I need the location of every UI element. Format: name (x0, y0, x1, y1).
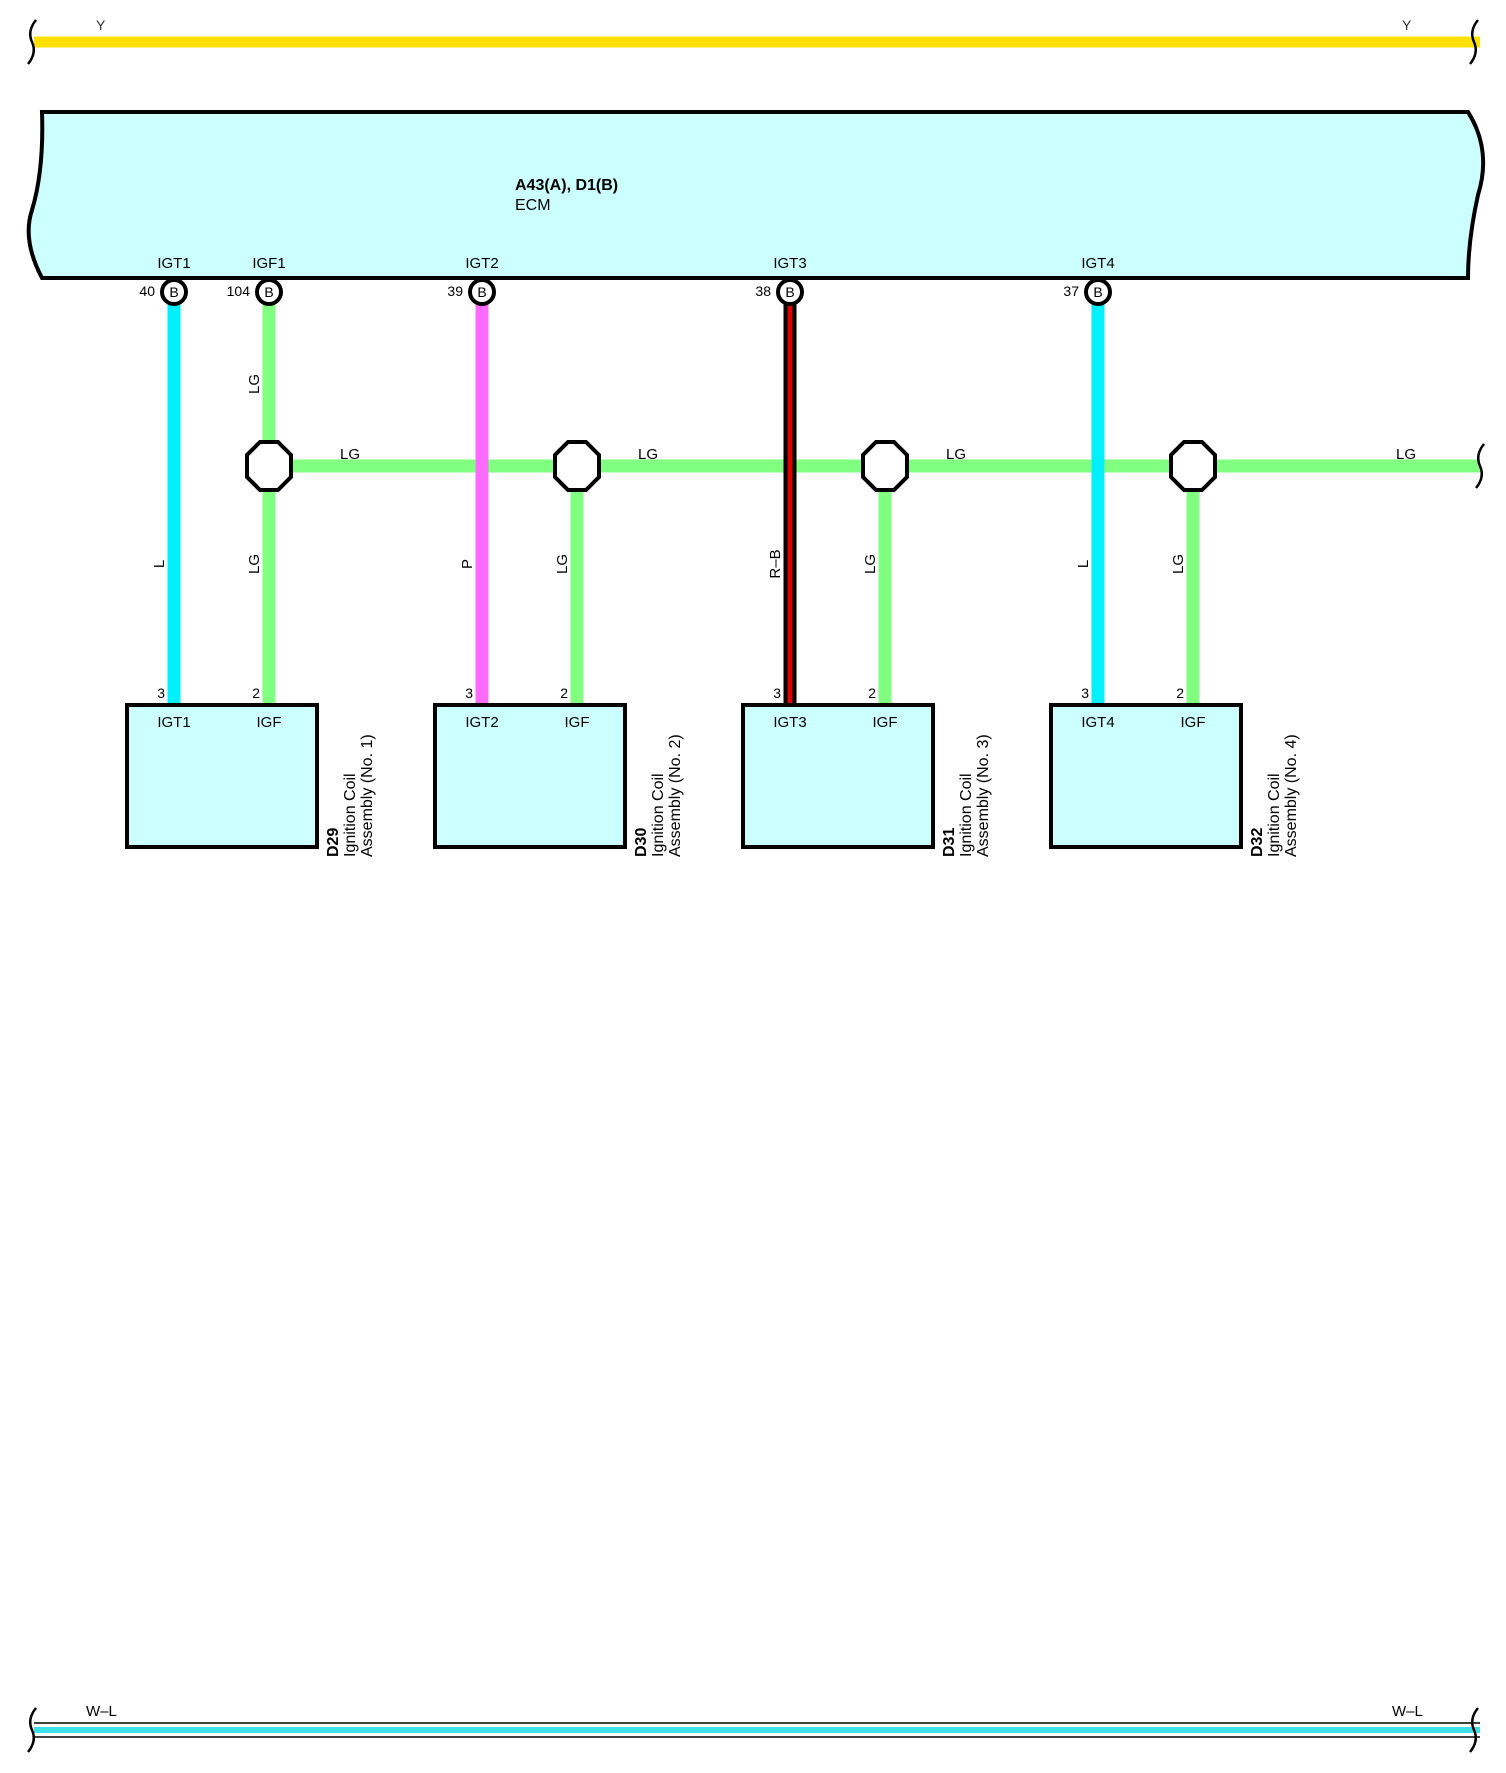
coil-2-pin-num-igf: 2 (560, 685, 568, 701)
coil-2-name-line1: Ignition Coil (650, 773, 667, 857)
coil-4-name-line1: Ignition Coil (1266, 773, 1283, 857)
igf-bus-break-right (1475, 443, 1485, 489)
coil-3-name-line1: Ignition Coil (958, 773, 975, 857)
terminal-igt3-number: 38 (755, 283, 771, 299)
terminal-igf1: B 104 (227, 278, 283, 306)
wire-label-igt4: L (1075, 560, 1092, 568)
bus-top-label-right: Y (1402, 17, 1412, 33)
coil-2: 3 2 IGT2 IGF D30 Ignition Coil Assembly … (433, 685, 684, 857)
ecm-terminals: B 40 B 104 B 39 B 38 B 37 (139, 278, 1112, 306)
wire-label-igf-coil4: LG (1170, 554, 1187, 574)
wire-label-igf-coil3: LG (862, 554, 879, 574)
coil-1-code: D29 (325, 828, 342, 857)
coil-4-name-line2: Assembly (No. 4) (1283, 734, 1300, 857)
terminal-igt4: B 37 (1063, 278, 1112, 306)
coil-3-pin-igt: IGT3 (773, 714, 806, 731)
coil-1-pin-igf: IGF (257, 714, 282, 731)
splice-3 (861, 440, 909, 492)
coil-3-code: D31 (941, 828, 958, 857)
ecm-connectors: A43(A), D1(B) (515, 177, 618, 194)
coil-4-pin-igf: IGF (1181, 714, 1206, 731)
bus-bottom-break-right (1469, 1707, 1479, 1753)
coil-1-box (125, 703, 319, 849)
terminal-igt3: B 38 (755, 278, 804, 306)
bus-top-break-left (27, 19, 37, 65)
wire-label-igt1: L (151, 560, 168, 568)
coil-3-pin-num-igf: 2 (868, 685, 876, 701)
bus-bottom-break-left (27, 1707, 37, 1753)
ecm-pin-label-igt4: IGT4 (1081, 255, 1114, 272)
ecm-wires (167, 292, 1485, 705)
coil-2-pin-igt: IGT2 (465, 714, 498, 731)
coil-4-pin-num-igf: 2 (1176, 685, 1184, 701)
coil-2-pin-igf: IGF (565, 714, 590, 731)
coil-1-pin-igt: IGT1 (157, 714, 190, 731)
bus-label-2: LG (638, 446, 658, 463)
coil-2-pin-num-igt: 3 (465, 685, 473, 701)
bus-top-break-right (1469, 19, 1479, 65)
coil-4-pin-num-igt: 3 (1081, 685, 1089, 701)
coil-2-code: D30 (633, 828, 650, 857)
terminal-igt2-connector: B (477, 284, 486, 300)
ecm-pin-label-igt3: IGT3 (773, 255, 806, 272)
coil-4: 3 2 IGT4 IGF D32 Ignition Coil Assembly … (1049, 685, 1300, 857)
coil-3-name-line2: Assembly (No. 3) (975, 734, 992, 857)
terminal-igt4-connector: B (1093, 284, 1102, 300)
coil-3-pin-igf: IGF (873, 714, 898, 731)
coil-1-pin-num-igf: 2 (252, 685, 260, 701)
splice-4 (1169, 440, 1217, 492)
coil-1-name-line1: Ignition Coil (342, 773, 359, 857)
bus-bottom: W–L W–L (27, 1703, 1480, 1753)
bus-label-1: LG (340, 446, 360, 463)
wire-labels: LG LG LG LG LG L LG P LG R–B LG L LG (151, 374, 1416, 579)
ecm-block: A43(A), D1(B) ECM IGT1 IGF1 IGT2 IGT3 IG… (26, 110, 1486, 280)
coil-3-box (741, 703, 935, 849)
wire-label-igf1-upper: LG (246, 374, 263, 394)
terminal-igf1-number: 104 (227, 283, 251, 299)
coil-1-name-line2: Assembly (No. 1) (359, 734, 376, 857)
wire-label-igt2: P (459, 559, 476, 569)
bus-label-3: LG (946, 446, 966, 463)
coil-3: 3 2 IGT3 IGF D31 Ignition Coil Assembly … (741, 685, 992, 857)
ecm-pin-label-igt2: IGT2 (465, 255, 498, 272)
coil-2-box (433, 703, 627, 849)
splice-2 (553, 440, 601, 492)
coil-1-pin-num-igt: 3 (157, 685, 165, 701)
wire-label-igf-coil1: LG (246, 554, 263, 574)
ecm-outline (26, 110, 1486, 280)
bus-top: Y Y (27, 17, 1480, 65)
terminal-igt1-number: 40 (139, 283, 155, 299)
wire-label-igt3: R–B (767, 549, 784, 578)
ecm-pin-label-igf1: IGF1 (252, 255, 285, 272)
coil-4-code: D32 (1249, 828, 1266, 857)
ecm-pin-label-igt1: IGT1 (157, 255, 190, 272)
terminal-igt2: B 39 (447, 278, 496, 306)
coil-3-pin-num-igt: 3 (773, 685, 781, 701)
terminal-igt2-number: 39 (447, 283, 463, 299)
terminal-igt1: B 40 (139, 278, 188, 306)
terminal-igt1-connector: B (169, 284, 178, 300)
bus-label-4: LG (1396, 446, 1416, 463)
terminal-igt3-connector: B (785, 284, 794, 300)
coil-2-name-line2: Assembly (No. 2) (667, 734, 684, 857)
coil-4-pin-igt: IGT4 (1081, 714, 1114, 731)
splice-1 (245, 440, 293, 492)
wire-label-igf-coil2: LG (554, 554, 571, 574)
coil-4-box (1049, 703, 1243, 849)
bus-bottom-label-left: W–L (86, 1703, 117, 1720)
bus-bottom-label-right: W–L (1392, 1703, 1423, 1720)
terminal-igf1-connector: B (264, 284, 273, 300)
ecm-name: ECM (515, 197, 551, 214)
splices (245, 440, 1217, 492)
coil-1: 3 2 IGT1 IGF D29 Ignition Coil Assembly … (125, 685, 376, 857)
bus-top-label-left: Y (96, 17, 106, 33)
terminal-igt4-number: 37 (1063, 283, 1079, 299)
